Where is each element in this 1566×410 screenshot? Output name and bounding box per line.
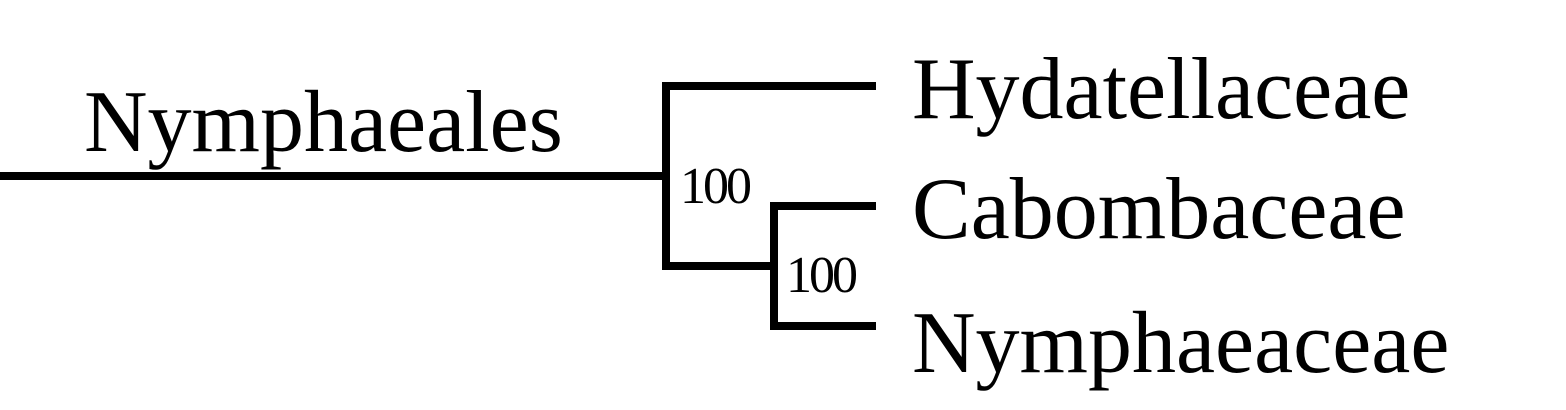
support-value-root: 100 <box>680 158 751 215</box>
support-value-inner: 100 <box>786 247 857 304</box>
taxon-label-cabombaceae: Cabombaceae <box>912 161 1406 258</box>
clade-label: Nymphaeales <box>84 74 563 171</box>
taxon-label-hydatellaceae: Hydatellaceae <box>912 41 1410 138</box>
taxon-label-nymphaeaceae: Nymphaeaceae <box>912 295 1449 392</box>
